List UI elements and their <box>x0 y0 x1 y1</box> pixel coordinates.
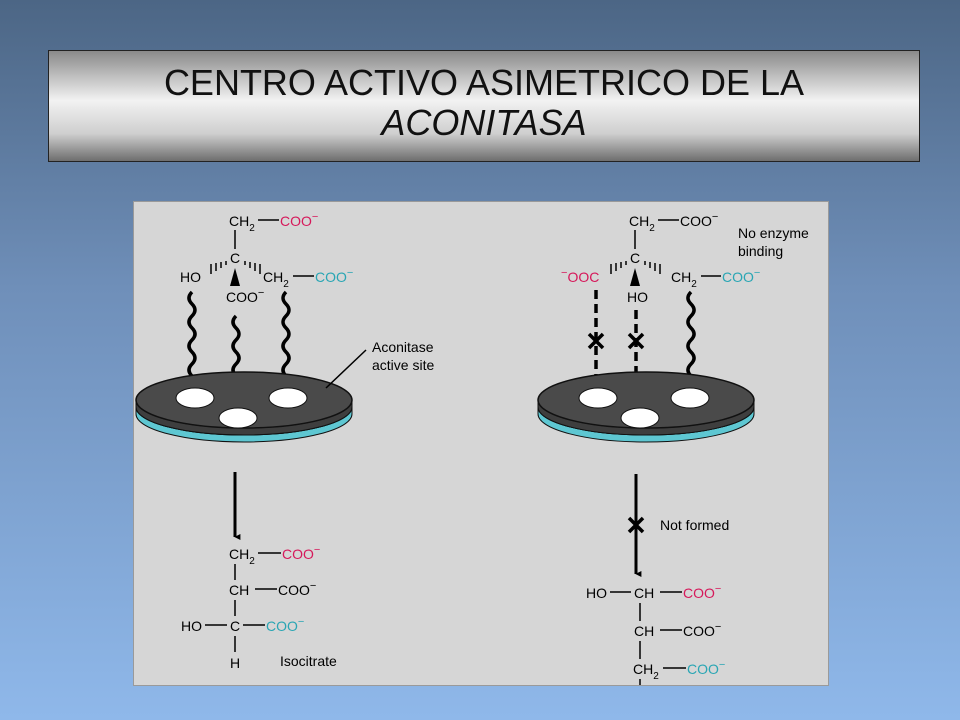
binding-pocket <box>268 387 308 409</box>
block-mark-1 <box>587 332 605 350</box>
solid-wedge-bond <box>230 268 240 286</box>
left-ho: HO <box>180 269 201 285</box>
isocitrate-molecule: CH2 COO− CH COO− HO C COO− H Isocitrate <box>181 544 337 671</box>
hashed-bond <box>610 261 627 274</box>
nf-ch-1: CH <box>634 585 654 601</box>
not-formed-label: Not formed <box>660 517 729 533</box>
binding-pocket <box>578 387 618 409</box>
right-active-site-disc <box>537 371 755 443</box>
hashed-bond <box>210 261 227 274</box>
left-center-carbon: C <box>230 250 240 266</box>
nf-coo-2: COO− <box>683 621 721 639</box>
slide-title: CENTRO ACTIVO ASIMETRICO DE LA ACONITASA <box>48 50 920 162</box>
no-binding-label-1: No enzyme <box>738 225 809 241</box>
binding-pocket <box>175 387 215 409</box>
left-top-coo: COO− <box>280 211 318 229</box>
not-formed-molecule: HO CH COO− CH COO− CH2 COO− <box>586 583 725 685</box>
left-top-ch2: CH2 <box>229 213 255 234</box>
iso-ch: CH <box>229 582 249 598</box>
right-top-ch2: CH2 <box>629 213 655 234</box>
diagram-canvas: CH2 COO− C HO CH2 COO− COO− <box>135 211 809 685</box>
left-right-ch2: CH2 <box>263 269 289 290</box>
iso-coo-3: COO− <box>266 616 304 634</box>
nf-ch-2: CH <box>634 623 654 639</box>
hashed-bond <box>644 261 661 274</box>
left-bottom-coo: COO− <box>226 287 264 305</box>
right-top-coo: COO− <box>680 211 718 229</box>
iso-h: H <box>230 655 240 671</box>
isocitrate-label: Isocitrate <box>280 653 337 669</box>
nf-ho: HO <box>586 585 607 601</box>
title-line-2: ACONITASA <box>381 102 587 143</box>
block-mark-3 <box>627 516 645 534</box>
hashed-bond <box>244 261 261 274</box>
nf-ch2: CH2 <box>633 661 659 682</box>
binding-pocket <box>670 387 710 409</box>
nf-coo-3: COO− <box>687 659 725 677</box>
right-bottom-ho: HO <box>627 289 648 305</box>
iso-ch2: CH2 <box>229 546 255 567</box>
no-binding-label-2: binding <box>738 243 783 259</box>
right-citrate-molecule: CH2 COO− C −OOC CH2 COO− HO <box>561 211 760 305</box>
iso-ho: HO <box>181 618 202 634</box>
nf-coo-1: COO− <box>683 583 721 601</box>
active-site-label-1: Aconitase <box>372 339 434 355</box>
iso-coo-1: COO− <box>282 544 320 562</box>
left-citrate-molecule: CH2 COO− C HO CH2 COO− COO− <box>180 211 353 305</box>
left-active-site-disc <box>135 371 353 443</box>
right-right-ch2: CH2 <box>671 269 697 290</box>
active-site-pointer <box>325 349 367 389</box>
right-right-coo: COO− <box>722 267 760 285</box>
binding-pocket <box>620 407 660 429</box>
aconitase-diagram: CH2 COO− C HO CH2 COO− COO− <box>133 201 829 686</box>
left-right-coo: COO− <box>315 267 353 285</box>
binding-pocket <box>218 407 258 429</box>
solid-wedge-bond <box>630 268 640 286</box>
iso-c: C <box>230 618 240 634</box>
active-site-label-2: active site <box>372 357 434 373</box>
block-mark-2 <box>627 332 645 350</box>
right-center-carbon: C <box>630 250 640 266</box>
title-line-1: CENTRO ACTIVO ASIMETRICO DE LA <box>163 62 805 103</box>
right-left-ooc: −OOC <box>561 267 599 285</box>
iso-coo-2: COO− <box>278 580 316 598</box>
